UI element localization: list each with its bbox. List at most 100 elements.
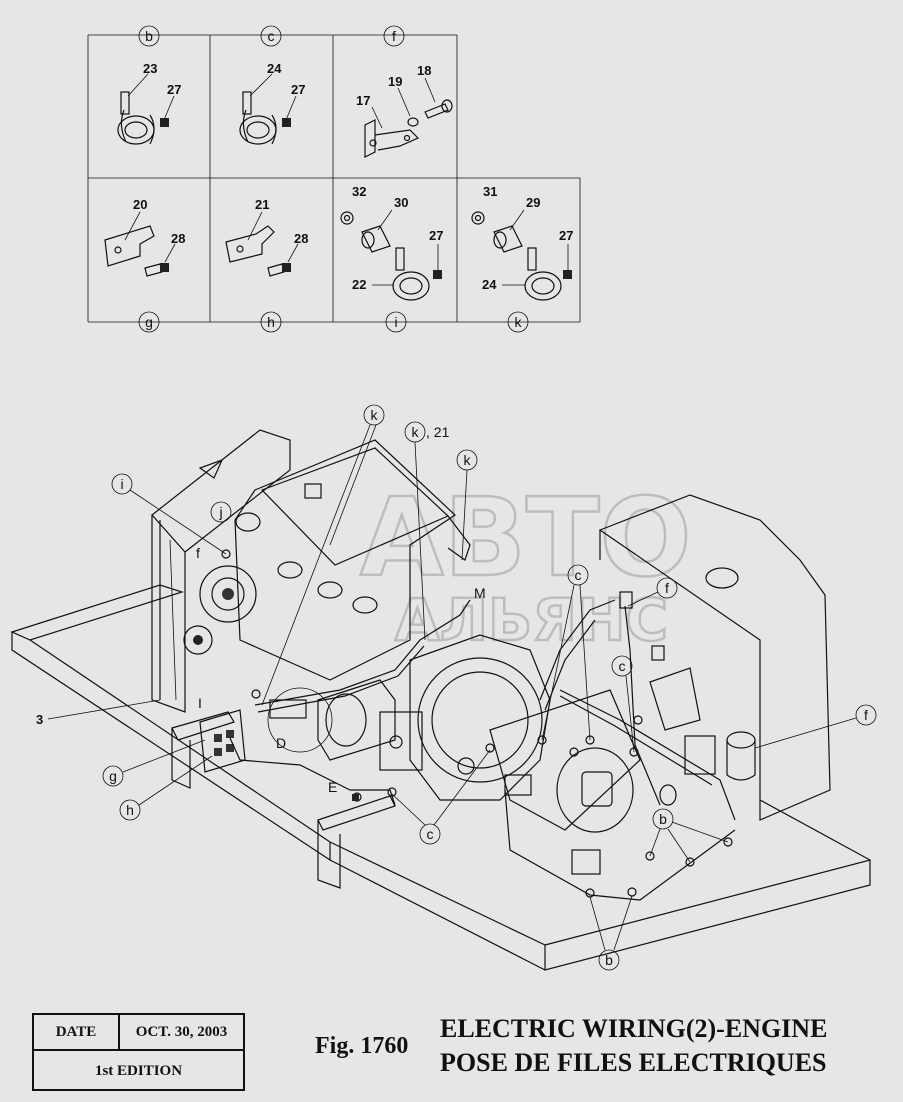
callout-h: h xyxy=(119,755,213,821)
svg-text:j: j xyxy=(218,504,222,520)
engine-block xyxy=(234,439,471,681)
panel-k-parts: 31 29 27 24 xyxy=(471,184,573,301)
date-value: OCT. 30, 2003 xyxy=(135,1023,228,1040)
svg-text:30: 30 xyxy=(394,195,408,210)
svg-text:17: 17 xyxy=(356,93,370,108)
callout-k-top: k xyxy=(261,404,385,706)
callout-M: M xyxy=(474,585,486,601)
svg-text:M: M xyxy=(474,585,486,601)
figure-number: Fig. 1760 xyxy=(315,1033,409,1059)
svg-text:i: i xyxy=(394,314,397,330)
panel-f-parts: 17 19 18 xyxy=(356,63,453,158)
detail-panel-grid xyxy=(87,34,581,323)
panel-i-parts: 32 30 27 22 xyxy=(340,184,443,301)
detail-circle-D xyxy=(267,687,333,753)
svg-text:c: c xyxy=(427,826,434,842)
svg-text:D: D xyxy=(276,735,286,751)
alternator xyxy=(183,565,257,655)
callout-c-mid: c xyxy=(611,655,635,753)
svg-text:27: 27 xyxy=(429,228,443,243)
starter-motor xyxy=(317,679,423,771)
edition-label: 1st EDITION xyxy=(94,1062,183,1079)
svg-text:i: i xyxy=(120,476,123,492)
svg-text:19: 19 xyxy=(388,74,402,89)
svg-text:I: I xyxy=(198,695,202,711)
svg-text:c: c xyxy=(268,28,275,44)
date-edition-box: DATE OCT. 30, 2003 1st EDITION xyxy=(32,1013,245,1091)
panel-label-k: k xyxy=(507,311,529,333)
svg-text:32: 32 xyxy=(352,184,366,199)
panel-label-g: g xyxy=(138,311,160,333)
svg-text:22: 22 xyxy=(352,277,366,292)
svg-text:27: 27 xyxy=(291,82,305,97)
panel-label-c: c xyxy=(260,25,282,47)
svg-text:20: 20 xyxy=(133,197,147,212)
svg-text:h: h xyxy=(267,314,275,330)
radiator xyxy=(151,429,291,713)
svg-text:f: f xyxy=(196,545,200,561)
svg-text:28: 28 xyxy=(294,231,308,246)
svg-text:3: 3 xyxy=(36,712,43,727)
svg-text:f: f xyxy=(864,707,868,723)
panel-g-parts: 20 28 xyxy=(104,197,185,277)
panel-label-f: f xyxy=(383,25,405,47)
svg-text:f: f xyxy=(665,580,669,596)
callout-three: 3 xyxy=(36,699,161,727)
panel-b-parts: 23 27 xyxy=(117,61,181,145)
callout-E: E xyxy=(328,779,359,801)
callout-f-left: f xyxy=(196,545,200,561)
svg-text:21: 21 xyxy=(255,197,269,212)
panel-label-b: b xyxy=(138,25,160,47)
svg-text:31: 31 xyxy=(483,184,497,199)
svg-text:27: 27 xyxy=(559,228,573,243)
svg-text:c: c xyxy=(575,567,582,583)
svg-text:k: k xyxy=(412,424,420,440)
svg-text:g: g xyxy=(145,314,153,330)
callout-j: j xyxy=(210,501,232,523)
svg-text:23: 23 xyxy=(143,61,157,76)
callout-i: i xyxy=(111,473,227,555)
watermark: АВТО АЛЬЯНС xyxy=(359,475,693,656)
svg-text:18: 18 xyxy=(417,63,431,78)
fuel-tank xyxy=(598,494,831,821)
svg-text:c: c xyxy=(619,658,626,674)
right-components xyxy=(504,591,756,875)
title-english: ELECTRIC WIRING(2)-ENGINE xyxy=(440,1014,828,1043)
callout-b-lower: b xyxy=(589,895,633,971)
svg-text:h: h xyxy=(126,802,134,818)
svg-text:g: g xyxy=(109,768,117,784)
figure-title: ELECTRIC WIRING(2)-ENGINE POSE DE FILES … xyxy=(440,1012,827,1080)
panel-label-i: i xyxy=(385,311,407,333)
callout-c-top: c xyxy=(541,564,591,741)
callout-k-right: k xyxy=(456,449,478,561)
date-label: DATE xyxy=(34,1015,120,1049)
callout-I: I xyxy=(198,695,202,711)
flywheel-housing xyxy=(409,634,551,801)
svg-text:28: 28 xyxy=(171,231,185,246)
callout-c-bottom: c xyxy=(391,749,491,845)
callout-f-top: f xyxy=(627,577,678,607)
svg-text:f: f xyxy=(392,28,396,44)
callout-b-upper: b xyxy=(649,808,729,863)
callout-g: g xyxy=(102,739,206,787)
transmission xyxy=(489,689,641,833)
svg-text:k: k xyxy=(515,314,523,330)
svg-text:29: 29 xyxy=(526,195,540,210)
panel-c-parts: 24 27 xyxy=(239,61,305,145)
callout-f-right: f xyxy=(754,704,877,749)
svg-text:b: b xyxy=(605,952,613,968)
svg-text:АЛЬЯНС: АЛЬЯНС xyxy=(395,586,668,654)
svg-text:b: b xyxy=(145,28,153,44)
chassis-frame xyxy=(10,584,871,971)
svg-text:АВТО: АВТО xyxy=(360,476,691,601)
panel-h-parts: 21 28 xyxy=(225,197,308,277)
wiring-harness xyxy=(221,549,736,901)
battery-relay-box xyxy=(199,709,246,773)
callout-D: D xyxy=(276,735,286,751)
panel-label-h: h xyxy=(260,311,282,333)
svg-text:E: E xyxy=(328,779,337,795)
svg-text:b: b xyxy=(659,811,667,827)
title-french: POSE DE FILES ELECTRIQUES xyxy=(440,1048,827,1077)
svg-text:24: 24 xyxy=(482,277,497,292)
